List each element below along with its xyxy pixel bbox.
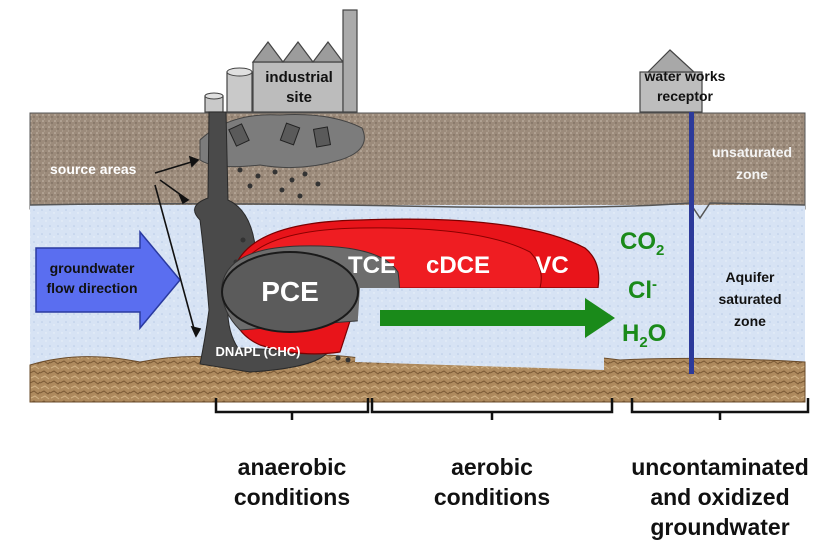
unsaturated-line-1: unsaturated <box>711 144 793 160</box>
h2o-tail: O <box>647 320 667 347</box>
well-pipe <box>689 112 694 374</box>
unsaturated-zone-layer <box>29 112 806 210</box>
water-works-icon <box>639 49 703 113</box>
h2o-sub: 2 <box>639 333 648 351</box>
cl-base: Cl <box>628 277 652 304</box>
groundwater-line-1: groundwater <box>49 260 135 276</box>
groundwater-flow-arrow <box>35 229 181 331</box>
co2-sub: 2 <box>656 241 665 259</box>
groundwater-label: groundwater flow direction <box>36 258 148 298</box>
industrial-building-icon <box>204 9 358 113</box>
unsaturated-line-2: zone <box>736 166 768 182</box>
h2o-label: H2O <box>622 320 692 351</box>
co2-base: CO <box>620 228 656 255</box>
aquifer-label: Aquifer saturated zone <box>700 266 800 332</box>
aerobic-line-2: conditions <box>433 484 551 510</box>
pce-plume <box>221 251 359 333</box>
industrial-site-label: industrial site <box>258 68 340 108</box>
groundwater-line-2: flow direction <box>46 280 138 296</box>
co2-label: CO2 <box>620 228 690 259</box>
anaerobic-line-2: conditions <box>233 484 351 510</box>
drum-icons <box>228 122 332 148</box>
dnapl-label: DNAPL (CHC) <box>215 344 301 359</box>
cdce-label: cDCE <box>425 252 491 279</box>
cl-label: Cl- <box>628 276 688 305</box>
braces <box>214 398 810 420</box>
source-arrows <box>154 155 202 338</box>
anaerobic-label: anaerobic conditions <box>212 452 372 512</box>
water-works-label: water works receptor <box>635 66 735 106</box>
uncontaminated-line-2: and oxidized <box>650 484 790 510</box>
water-table-line <box>29 202 806 220</box>
aerobic-label: aerobic conditions <box>412 452 572 512</box>
aquifer-line-1: Aquifer <box>725 269 775 285</box>
industrial-site-line-1: industrial <box>265 69 333 86</box>
industrial-site-line-2: site <box>286 89 312 106</box>
unsaturated-zone-label: unsaturated zone <box>702 141 802 185</box>
cl-sup: - <box>652 276 657 293</box>
aquifer-line-3: zone <box>734 313 766 329</box>
uncontaminated-line-1: uncontaminated <box>631 454 809 480</box>
pce-label: PCE <box>261 276 319 307</box>
water-works-line-1: water works <box>644 68 726 84</box>
aerobic-line-1: aerobic <box>451 454 533 480</box>
source-areas-label: source areas <box>50 161 137 177</box>
green-degradation-arrow <box>380 298 615 338</box>
aquifer-line-2: saturated <box>718 291 782 307</box>
clean-water-band <box>355 288 604 370</box>
contaminant-droplets <box>237 167 321 199</box>
h2o-base: H <box>622 320 640 347</box>
vc-label: VC <box>535 252 569 279</box>
anaerobic-line-1: anaerobic <box>237 454 347 480</box>
tce-label: TCE <box>348 252 396 279</box>
water-works-line-2: receptor <box>656 88 714 104</box>
uncontaminated-line-3: groundwater <box>650 514 790 540</box>
uncontaminated-label: uncontaminated and oxidized groundwater <box>622 452 818 542</box>
